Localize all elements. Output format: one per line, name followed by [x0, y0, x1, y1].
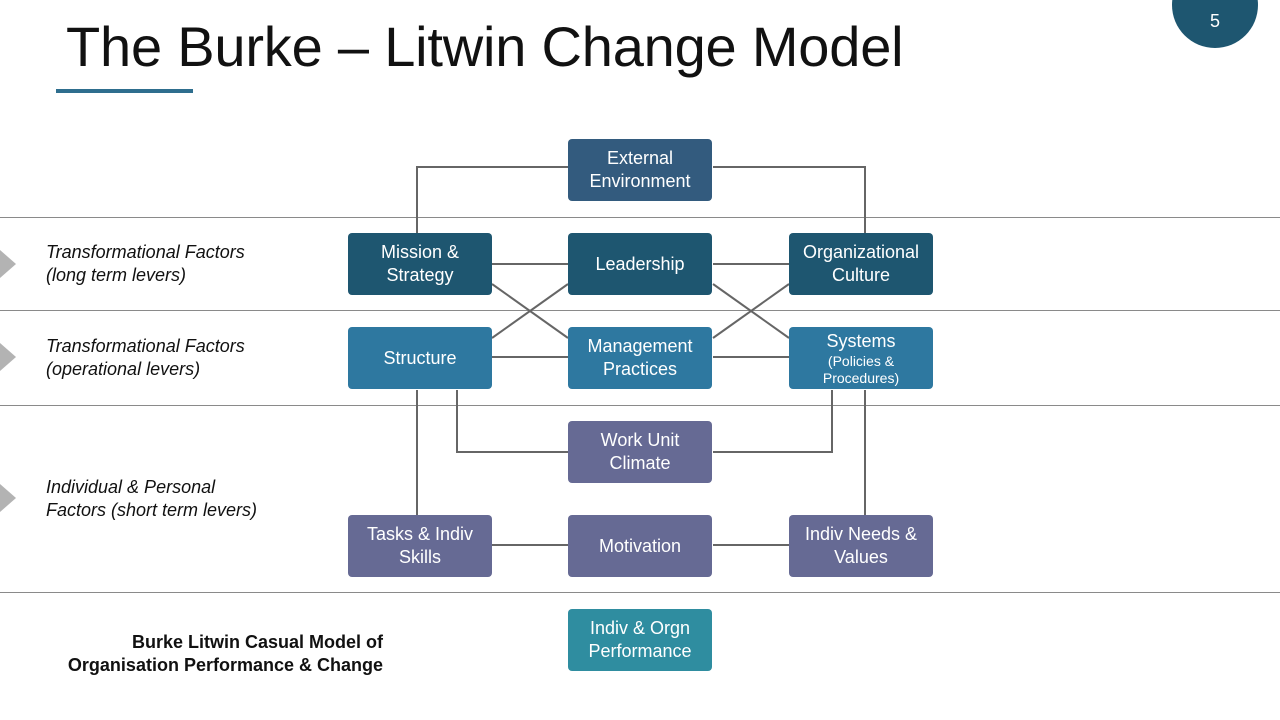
box-label: Tasks & Indiv — [366, 524, 474, 544]
row-label-line: Factors (short term levers) — [46, 500, 258, 520]
box-label: Performance — [588, 641, 692, 661]
row-label-operational: Transformational Factors (operational le… — [46, 335, 245, 381]
divider-line-3 — [0, 405, 1280, 406]
row-label-line: Individual & Personal — [46, 477, 216, 497]
box-label: Values — [834, 547, 888, 567]
box-organizational-culture: Organizational Culture — [789, 233, 933, 295]
divider-line-1 — [0, 217, 1280, 218]
box-label: Indiv & Orgn — [589, 618, 691, 638]
box-label: Leadership — [595, 253, 685, 274]
page-title: The Burke – Litwin Change Model — [66, 15, 904, 78]
divider-line-2 — [0, 310, 1280, 311]
row-arrow-icon — [0, 343, 16, 371]
row-label-line: (long term levers) — [46, 265, 187, 285]
connector-external-to-mission — [416, 166, 568, 233]
box-mission-strategy: Mission & Strategy — [348, 233, 492, 295]
title-underline — [56, 89, 193, 93]
caption-line: Burke Litwin Casual Model of — [131, 632, 383, 652]
row-arrow-icon — [0, 484, 16, 512]
connector-external-to-culture — [713, 166, 866, 233]
model-caption: Burke Litwin Casual Model of Organisatio… — [40, 631, 383, 677]
box-external-environment: External Environment — [568, 139, 712, 201]
box-label: Practices — [602, 359, 678, 379]
box-label: Systems — [826, 330, 896, 351]
row-label-line: (operational levers) — [46, 359, 201, 379]
caption-line: Organisation Performance & Change — [67, 655, 383, 675]
row-arrow-icon — [0, 250, 16, 278]
box-label: Work Unit — [600, 430, 680, 450]
connector-systems-to-climate — [713, 390, 833, 453]
box-structure: Structure — [348, 327, 492, 389]
box-sublabel: (Policies & — [827, 352, 895, 369]
box-label: Environment — [589, 171, 691, 191]
box-management-practices: Management Practices — [568, 327, 712, 389]
box-work-unit-climate: Work Unit Climate — [568, 421, 712, 483]
box-label: External — [606, 148, 674, 168]
box-label: Strategy — [386, 265, 454, 285]
box-indiv-needs-values: Indiv Needs & Values — [789, 515, 933, 577]
box-systems: Systems (Policies & Procedures) — [789, 327, 933, 389]
connector-structure-to-climate — [456, 390, 568, 453]
box-leadership: Leadership — [568, 233, 712, 295]
box-tasks-indiv-skills: Tasks & Indiv Skills — [348, 515, 492, 577]
box-label: Culture — [831, 265, 891, 285]
row-label-line: Transformational Factors — [46, 336, 245, 356]
box-label: Organizational — [802, 242, 920, 262]
box-motivation: Motivation — [568, 515, 712, 577]
row-label-short-term: Individual & Personal Factors (short ter… — [46, 476, 257, 522]
row-label-line: Transformational Factors — [46, 242, 245, 262]
box-indiv-orgn-performance: Indiv & Orgn Performance — [568, 609, 712, 671]
divider-line-4 — [0, 592, 1280, 593]
connector-culture-to-management — [712, 283, 790, 339]
box-label: Climate — [609, 453, 671, 473]
box-label: Indiv Needs & — [804, 524, 918, 544]
box-sublabel: Procedures) — [822, 369, 900, 386]
box-label: Motivation — [598, 535, 682, 556]
box-label: Structure — [383, 347, 457, 368]
connector-leadership-to-structure — [491, 283, 569, 339]
row-label-long-term: Transformational Factors (long term leve… — [46, 241, 245, 287]
box-label: Mission & — [380, 242, 460, 262]
box-label: Skills — [398, 547, 441, 567]
page-number: 5 — [1209, 11, 1220, 31]
box-label: Management — [587, 336, 693, 356]
